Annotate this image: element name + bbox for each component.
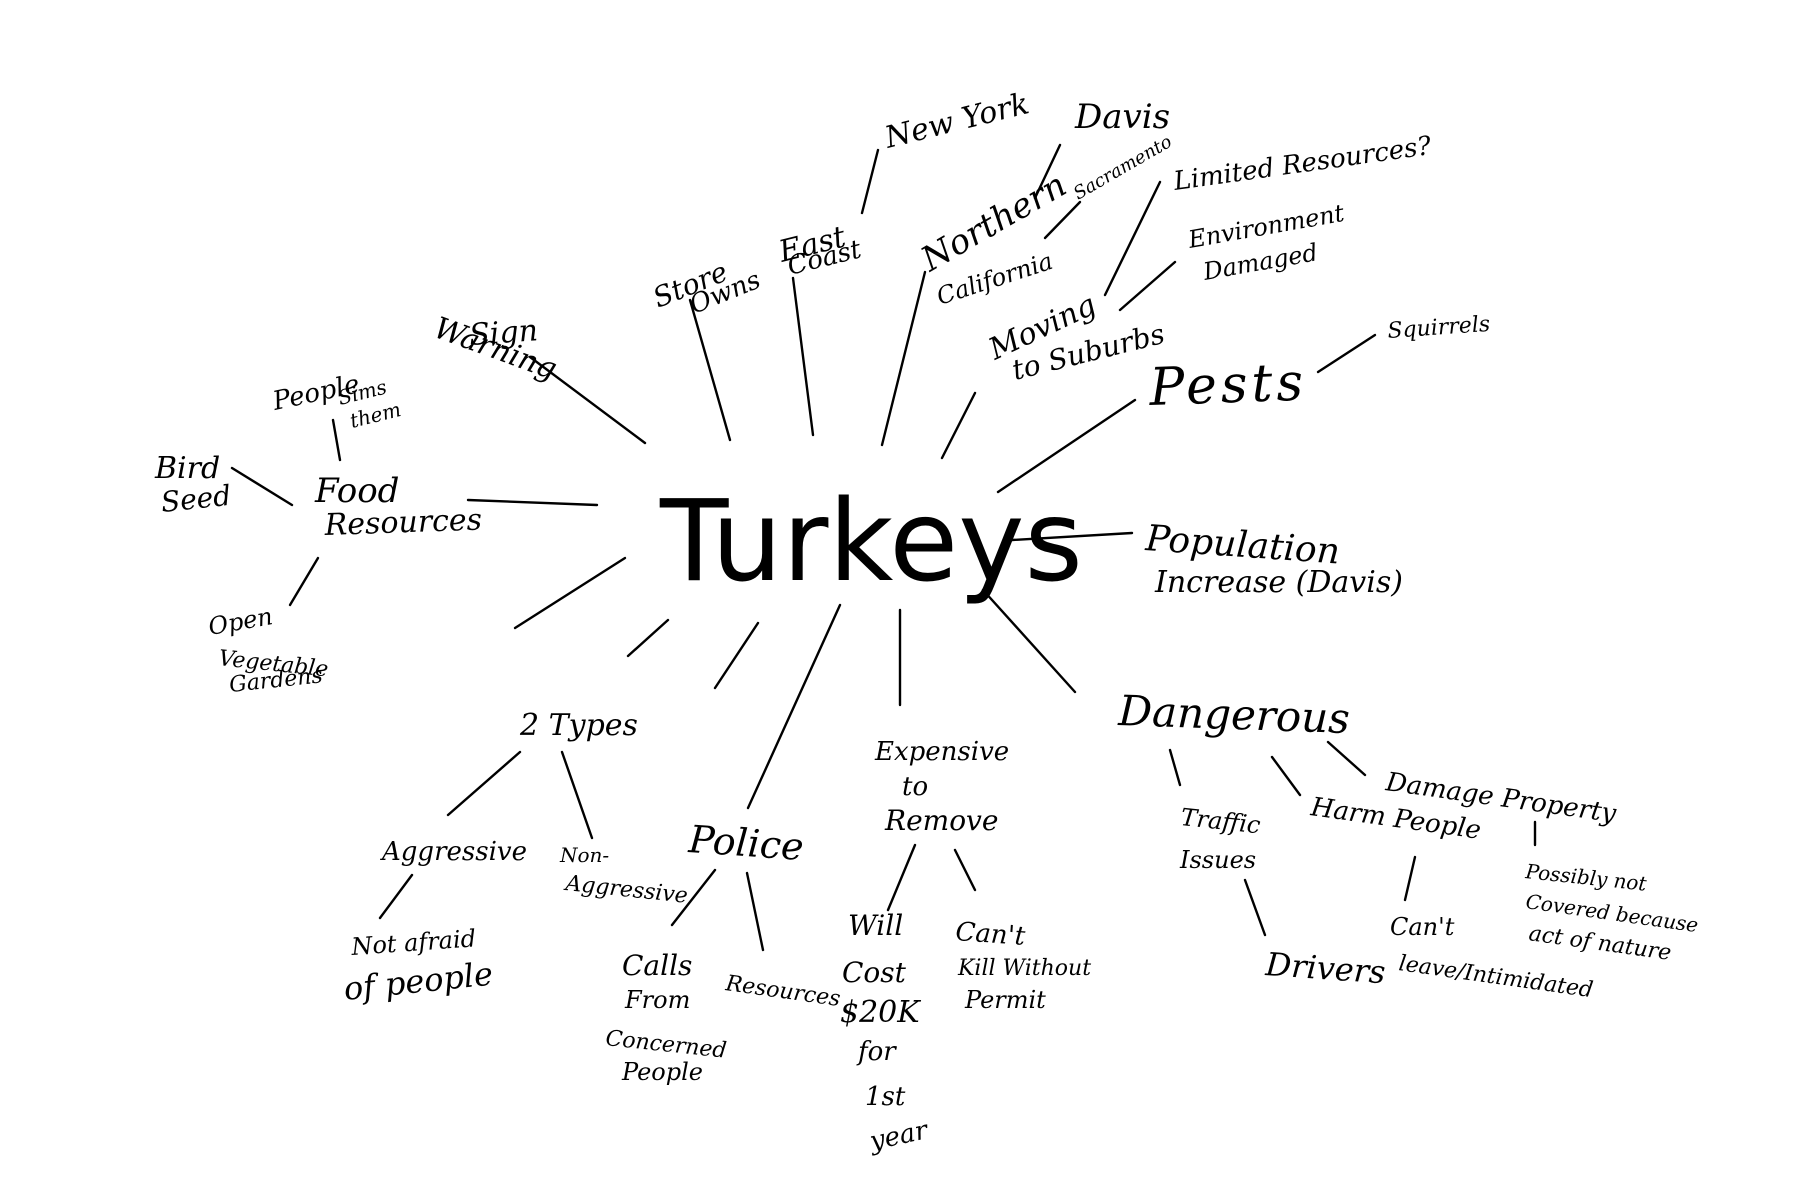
link-traffic-drivers bbox=[1243, 878, 1267, 937]
node-for: for bbox=[856, 1037, 897, 1067]
link-dangerous-traffic bbox=[1168, 748, 1182, 787]
node-cant2: Can't bbox=[1390, 913, 1455, 941]
node-aggressive: Aggressive bbox=[380, 837, 527, 867]
link-moving-limited-resources bbox=[1103, 180, 1162, 297]
link-pests-squirrels bbox=[1316, 333, 1377, 374]
node-environment: Environment bbox=[1185, 199, 1346, 254]
link-two-types-aggressive bbox=[446, 750, 522, 817]
node-squirrels: Squirrels bbox=[1387, 312, 1491, 344]
node-sign: Sign bbox=[468, 313, 539, 353]
node-kill-without: Kill Without bbox=[957, 956, 1091, 981]
node-police: Police bbox=[686, 817, 805, 869]
node-leave: leave/Intimidated bbox=[1397, 951, 1594, 1003]
node-two-types: 2 Types bbox=[519, 708, 638, 743]
node-non: Non- bbox=[559, 843, 609, 867]
link-center-pests bbox=[996, 398, 1137, 494]
node-of-people: of people bbox=[342, 955, 495, 1008]
link-center-east-coast bbox=[791, 276, 815, 437]
link-harm-cant-leave bbox=[1403, 855, 1417, 902]
link-center-moving-suburbs bbox=[940, 391, 977, 460]
link-northern-sacramento bbox=[1043, 200, 1082, 240]
link-food-people-sims bbox=[331, 418, 342, 462]
node-permit: Permit bbox=[964, 986, 1046, 1014]
link-center-store-owns bbox=[688, 298, 732, 442]
node-davis: Davis bbox=[1074, 97, 1170, 137]
node-bird: Bird bbox=[154, 451, 220, 486]
node-traffic: Traffic bbox=[1179, 803, 1261, 839]
link-food-bird-seed bbox=[230, 466, 294, 507]
center-topic: Turkeys bbox=[659, 477, 1083, 607]
link-center-blank-mid bbox=[713, 621, 760, 690]
link-center-food-resources bbox=[466, 498, 599, 507]
node-issues: Issues bbox=[1179, 846, 1256, 874]
link-center-police bbox=[746, 603, 842, 810]
link-food-gardens bbox=[288, 556, 320, 607]
link-northern-davis bbox=[1033, 143, 1062, 200]
node-not-afraid: Not afraid bbox=[349, 924, 476, 961]
node-food: Food bbox=[314, 471, 399, 511]
node-open: Open bbox=[206, 602, 275, 641]
node-sacramento: Sacramento bbox=[1070, 131, 1176, 204]
link-police-resources bbox=[745, 871, 765, 952]
node-resources2: Resources bbox=[723, 971, 842, 1012]
connectors bbox=[230, 143, 1537, 952]
link-center-two-types bbox=[626, 618, 670, 658]
link-expensive-cant-kill bbox=[953, 848, 977, 892]
link-east-coast-new-york bbox=[860, 148, 880, 215]
node-drivers: Drivers bbox=[1263, 945, 1386, 991]
link-center-dangerous bbox=[981, 588, 1077, 694]
link-center-blank-left bbox=[513, 556, 627, 630]
node-amount: $20K bbox=[840, 995, 921, 1030]
node-will: Will bbox=[848, 909, 903, 942]
link-center-northern-california bbox=[880, 270, 927, 447]
node-cant: Can't bbox=[955, 917, 1027, 952]
link-dangerous-damage-property bbox=[1326, 740, 1367, 777]
node-first: 1st bbox=[865, 1082, 906, 1112]
node-increase: Increase (Davis) bbox=[1154, 565, 1403, 600]
node-year: year bbox=[866, 1115, 931, 1157]
link-dangerous-harm-people bbox=[1270, 755, 1302, 797]
link-aggressive-not-afraid bbox=[378, 873, 414, 920]
node-expensive: Expensive bbox=[874, 737, 1009, 767]
node-non-aggressive: Aggressive bbox=[562, 871, 689, 909]
node-pests: Pests bbox=[1147, 353, 1308, 419]
link-moving-environment bbox=[1118, 260, 1177, 312]
link-police-calls bbox=[670, 868, 717, 927]
node-new-york: New York bbox=[880, 86, 1032, 156]
node-calls: Calls bbox=[622, 949, 692, 982]
link-center-warning-sign bbox=[528, 355, 647, 445]
link-two-types-non-aggressive bbox=[560, 750, 594, 840]
node-remove: Remove bbox=[884, 804, 998, 837]
node-dangerous: Dangerous bbox=[1117, 686, 1351, 743]
node-limited-resources: Limited Resources? bbox=[1171, 131, 1434, 197]
link-expensive-will-cost bbox=[886, 843, 917, 912]
node-to: to bbox=[902, 772, 928, 802]
link-center-population bbox=[1010, 531, 1134, 542]
node-cost: Cost bbox=[842, 956, 907, 989]
node-resources: Resources bbox=[323, 503, 483, 544]
node-from: From bbox=[624, 986, 690, 1014]
node-seed: Seed bbox=[159, 479, 232, 519]
node-people2: People bbox=[621, 1058, 703, 1086]
